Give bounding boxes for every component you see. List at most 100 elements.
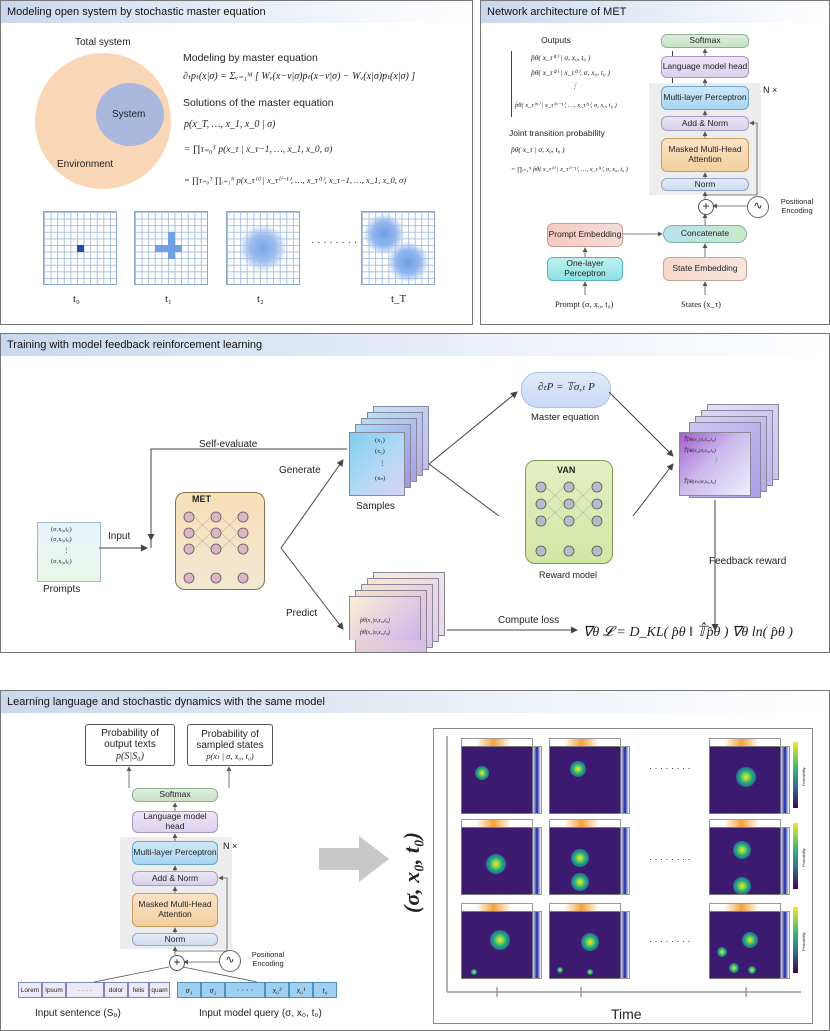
environment-label: Environment <box>57 159 114 170</box>
input-label: Input <box>108 531 131 542</box>
norm-box: Norm <box>661 178 749 191</box>
states-input-label: States (x_τ) <box>681 299 722 309</box>
input-sentence-label: Input sentence (S₀) <box>35 1008 121 1019</box>
query-token: σ₁ <box>177 982 201 998</box>
reward-line: 𝕋̂p̂θ(x₁|σ,x₀,t₀) <box>683 437 716 443</box>
lattice-t2 <box>226 211 300 285</box>
prompt-embedding-box: Prompt Embedding <box>547 223 623 247</box>
one-layer-box: One-layer Perceptron <box>547 257 623 281</box>
total-system-label: Total system <box>75 37 131 48</box>
marginal-side <box>779 746 790 814</box>
panel4-arrows <box>93 736 801 997</box>
dots-row1: · · · · · · · · <box>649 763 691 773</box>
colorbar-label: Probability <box>801 848 806 867</box>
panel-open-system: Modeling open system by stochastic maste… <box>0 0 473 325</box>
met-label: MET <box>192 494 211 504</box>
positional-label: Positional Encoding <box>251 950 285 968</box>
sample-line: (x₂) <box>375 448 385 455</box>
diffusion-blob <box>240 225 286 271</box>
positional-label: Positional Encoding <box>780 197 814 215</box>
density-blob <box>717 947 727 957</box>
norm-box: Norm <box>132 933 218 946</box>
prob-text-formula: p(S|S₀) <box>116 750 144 762</box>
master-eq-label: Master equation <box>531 412 600 423</box>
query-token: t₀ <box>313 982 337 998</box>
heatmap-snapshot <box>709 746 781 814</box>
marginal-top <box>549 738 621 747</box>
loss-formula: ∇θ 𝓛 = D_KL( p̂θ ‖ 𝕋̂p̂θ ) ∇θ ln( p̂θ ) <box>583 625 793 640</box>
panel-language-dynamics: Learning language and stochastic dynamic… <box>0 690 830 1031</box>
prob-text-box: Probability of output texts p(S|S₀) <box>85 724 175 766</box>
reward-card <box>679 432 751 496</box>
me-heading: Modeling by master equation <box>183 52 318 64</box>
sentence-token: quam <box>149 982 170 998</box>
sample-card <box>349 432 405 496</box>
heatmap-snapshot <box>709 911 781 979</box>
density-blob <box>571 849 589 867</box>
marginal-side <box>531 827 542 895</box>
marginal-side <box>619 911 630 979</box>
density-blob <box>490 930 510 950</box>
reward-line: 𝕋̂p̂θ(x₂|σ,x₀,t₀) <box>683 448 716 454</box>
sentence-token: · · · · <box>66 982 104 998</box>
add-norm-box: Add & Norm <box>132 871 218 886</box>
joint-line: = ∏ᵢ₌₁ᴺ p̂θ( x_τ⁽ⁱ⁾ | x_τ⁽ⁱ⁻¹⁾, …, x_τ⁽¹… <box>511 166 629 173</box>
heatmap-snapshot <box>549 911 621 979</box>
query-token: x₀¹ <box>289 982 313 998</box>
nx-label: N × <box>763 85 778 95</box>
me-equation: ∂ₜpₜ(x|σ) = Σᵥ₌₁ᴹ [ Wᵥ(x−v|σ)pₜ(x−v|σ) −… <box>183 71 416 82</box>
sentence-token: Ipsum <box>42 982 66 998</box>
time-label-t2: t₂ <box>257 293 264 305</box>
heatmap-snapshot <box>461 911 533 979</box>
marginal-side <box>531 746 542 814</box>
reward-line: ⋮ <box>713 458 719 464</box>
output-line: p̂θ( x_τ⁽ᴺ⁾ | x_τ⁽ᴺ⁻¹⁾, …, x_τ⁽¹⁾, σ, x₀… <box>515 102 617 109</box>
prob-states-box: Probability of sampled states p(xₜ | σ, … <box>187 724 273 766</box>
lattice-dots: · · · · · · · · <box>311 237 358 248</box>
master-eq-formula: ∂ₜP = 𝕋σ,ₜ P <box>538 381 595 393</box>
sentence-token: dolor <box>104 982 128 998</box>
density-blob <box>471 969 477 975</box>
mlp-box: Multi-layer Perceptron <box>661 86 749 110</box>
attention-box: Masked Multi-Head Attention <box>132 893 218 927</box>
density-blob <box>571 873 589 891</box>
density-blob <box>557 967 563 973</box>
input-query-label: Input model query (σ, x₀, t₀) <box>199 1008 322 1019</box>
predict-label: Predict <box>286 608 318 619</box>
solutions-heading: Solutions of the master equation <box>183 97 334 109</box>
particle-cell <box>77 245 84 252</box>
training-flow <box>99 391 719 634</box>
query-token: · · · · <box>225 982 265 998</box>
reward-line: 𝕋̂p̂θ(xₙ|σ,x₀,t₀) <box>683 479 716 485</box>
self-evaluate-label: Self-evaluate <box>199 439 258 450</box>
output-line: p̂θ( x_τ⁽²⁾ | x_τ⁽¹⁾, σ, x₀, t₀ ) <box>531 68 610 77</box>
density-blob <box>581 933 599 951</box>
prompt-line: (σ,x₀,t₀) <box>51 536 72 543</box>
marginal-side <box>779 827 790 895</box>
prob-states-formula: p(xₜ | σ, x₀, t₀) <box>206 750 254 761</box>
plot-frame <box>433 728 813 1024</box>
dots-row3: · · · · · · · · <box>649 936 691 946</box>
sample-line: (xₙ) <box>375 475 386 482</box>
marginal-top <box>461 819 533 828</box>
panel-training: Training with model feedback reinforceme… <box>0 333 830 653</box>
heatmap-snapshot <box>549 746 621 814</box>
reward-model-label: Reward model <box>539 570 598 580</box>
mlp-box: Multi-layer Perceptron <box>132 841 218 865</box>
output-line: ⋮ <box>571 81 579 90</box>
density-blob <box>570 761 586 777</box>
architecture-arrows <box>582 48 758 295</box>
system-circle <box>96 83 164 146</box>
joint-line: p̂θ( x_τ | σ, x₀, t₀ ) <box>511 145 565 154</box>
compute-loss-label: Compute loss <box>498 615 560 626</box>
marginal-side <box>531 911 542 979</box>
density-blob <box>742 932 758 948</box>
density-blob <box>733 841 751 859</box>
add-norm-box: Add & Norm <box>661 116 749 131</box>
heatmap-snapshot <box>461 827 533 895</box>
marginal-top <box>709 738 781 747</box>
time-label-t0: t₀ <box>73 293 80 305</box>
diffusion-blob <box>388 242 428 282</box>
prompt-line: (σ,x₀,t₀) <box>51 558 72 565</box>
dots-row2: · · · · · · · · <box>649 854 691 864</box>
